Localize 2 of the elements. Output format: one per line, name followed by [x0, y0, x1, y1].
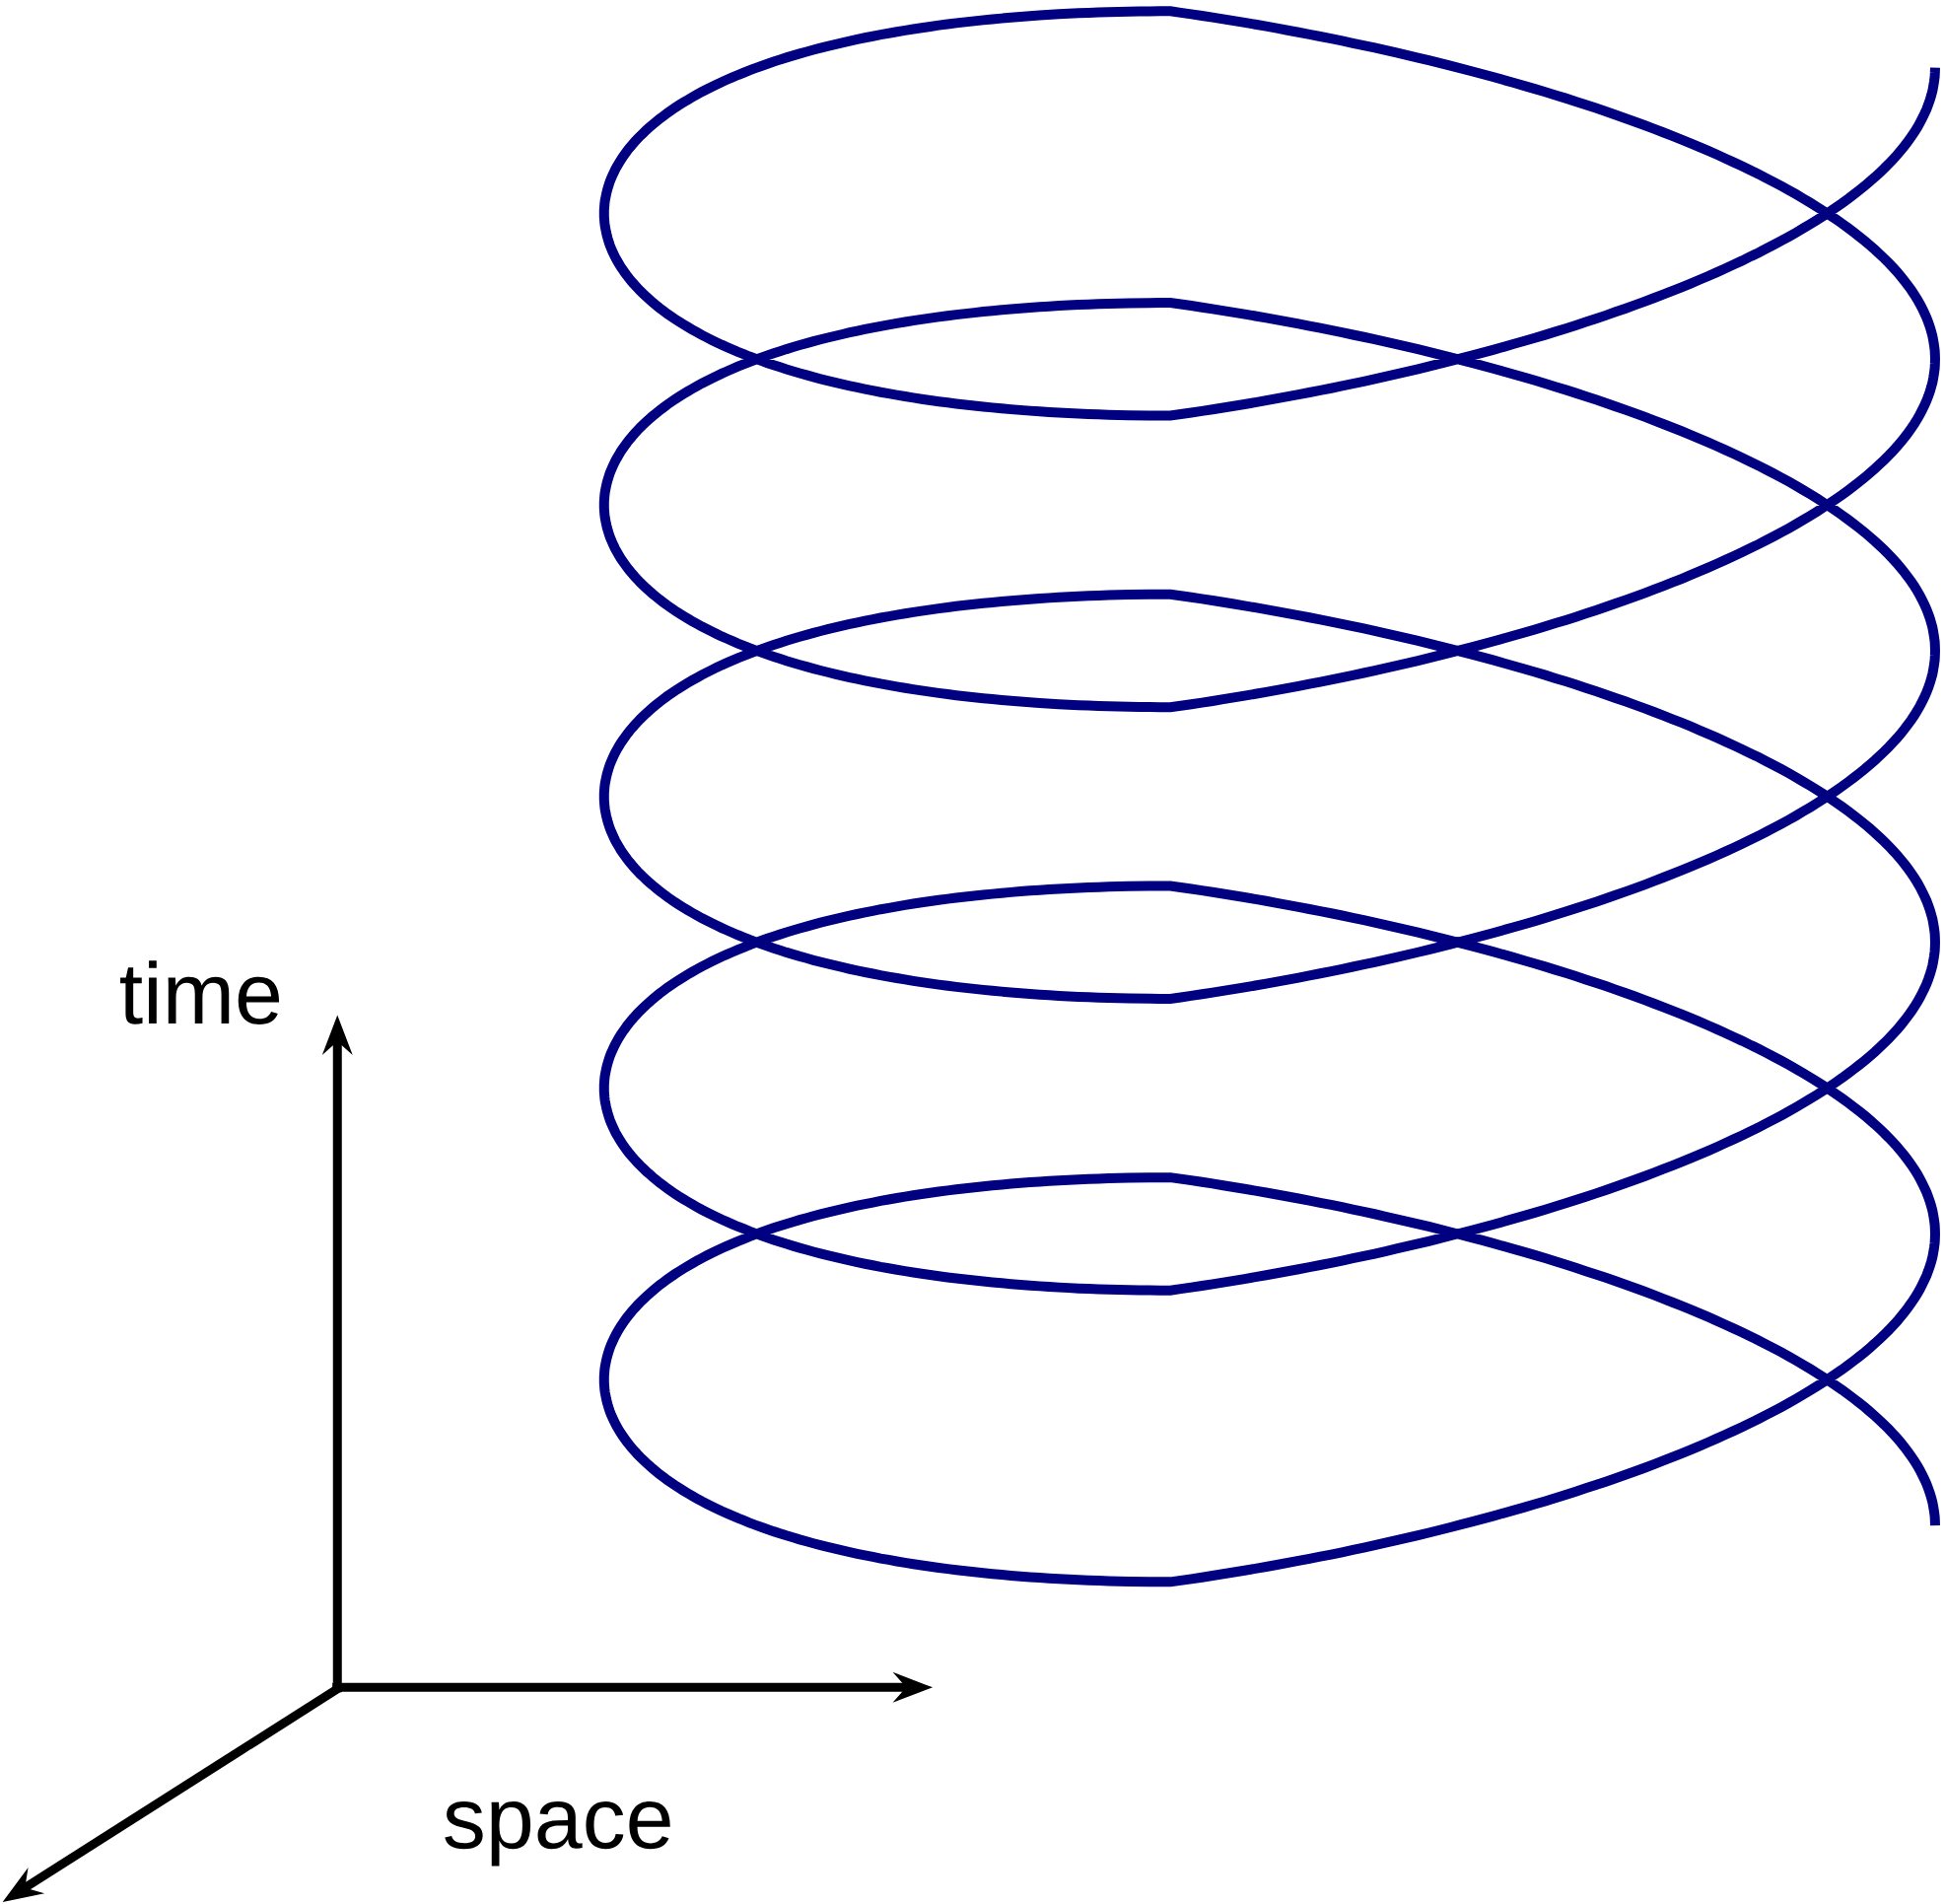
axis-label: time	[120, 960, 280, 1024]
axis-label: space	[445, 1800, 670, 1867]
